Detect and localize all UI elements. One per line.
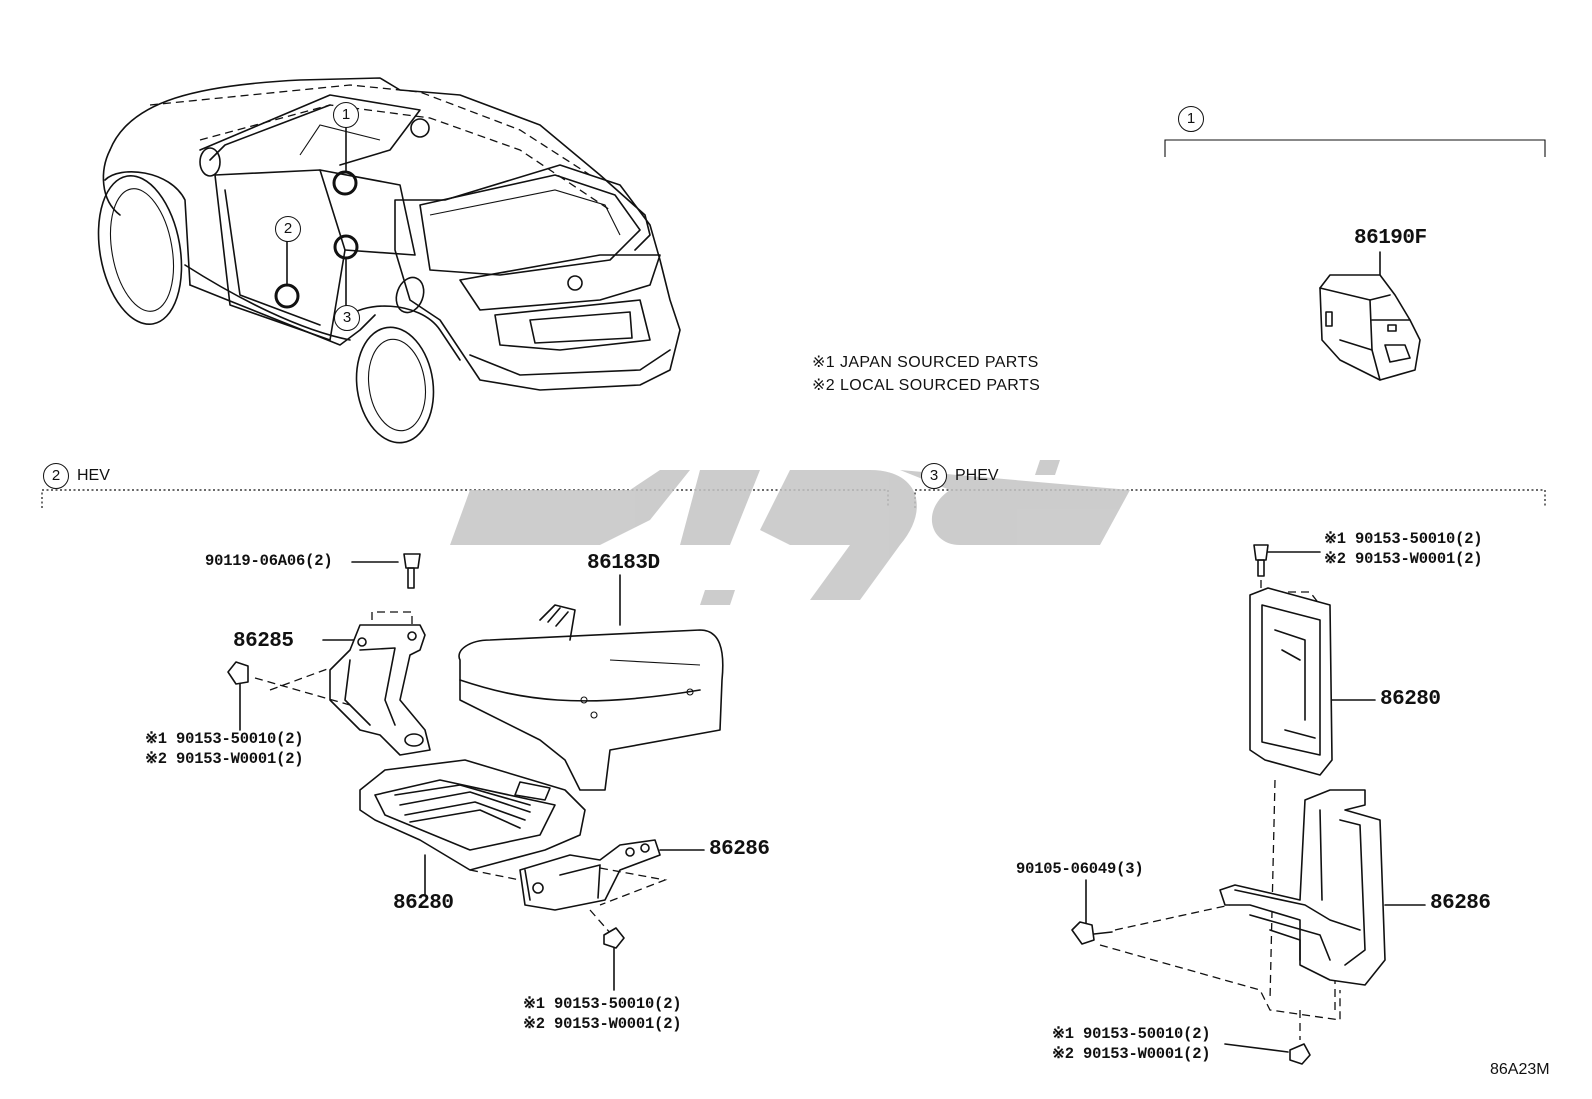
locator-callout-3: 3 — [334, 305, 360, 331]
section-dividers — [41, 139, 1546, 508]
fastener-label-phev-top-local[interactable]: ※2 90153-W0001(2) — [1324, 550, 1483, 568]
phev-assembly-drawing — [1071, 544, 1426, 1065]
section-1-marker: 1 — [1178, 106, 1204, 132]
section-3-marker: 3 — [921, 463, 947, 489]
part-label-phev-86286[interactable]: 86286 — [1430, 892, 1491, 915]
hev-assembly-drawing — [227, 553, 724, 991]
fastener-label-90119-06A06[interactable]: 90119-06A06(2) — [205, 552, 333, 570]
vehicle-locator-drawing — [97, 77, 681, 444]
fastener-label-phev-top-japan[interactable]: ※1 90153-50010(2) — [1324, 530, 1483, 548]
part-label-hev-86280[interactable]: 86280 — [393, 892, 454, 915]
note-local-sourced: ※2 LOCAL SOURCED PARTS — [812, 377, 1041, 394]
part-label-86183D[interactable]: 86183D — [587, 552, 660, 575]
section-2-marker: 2 — [43, 463, 69, 489]
watermark-logo — [450, 460, 1130, 605]
fastener-label-90105-06049[interactable]: 90105-06049(3) — [1016, 860, 1144, 878]
part-label-hev-86286[interactable]: 86286 — [709, 838, 770, 861]
fastener-label-hev-bottom-japan[interactable]: ※1 90153-50010(2) — [523, 995, 682, 1013]
note-japan-sourced: ※1 JAPAN SOURCED PARTS — [812, 354, 1039, 371]
fastener-label-hev-left-japan[interactable]: ※1 90153-50010(2) — [145, 730, 304, 748]
section-2-label: HEV — [77, 467, 110, 484]
part-label-86285[interactable]: 86285 — [233, 630, 294, 653]
fastener-label-hev-bottom-local[interactable]: ※2 90153-W0001(2) — [523, 1015, 682, 1033]
part-label-86190F[interactable]: 86190F — [1354, 227, 1427, 250]
part-label-phev-86280[interactable]: 86280 — [1380, 688, 1441, 711]
fastener-label-hev-left-local[interactable]: ※2 90153-W0001(2) — [145, 750, 304, 768]
figure-id: 86A23M — [1490, 1061, 1550, 1078]
section-3-label: PHEV — [955, 467, 999, 484]
locator-callout-1: 1 — [333, 102, 359, 128]
fastener-label-phev-bottom-japan[interactable]: ※1 90153-50010(2) — [1052, 1025, 1211, 1043]
fastener-label-phev-bottom-local[interactable]: ※2 90153-W0001(2) — [1052, 1045, 1211, 1063]
part-86190F-drawing — [1319, 251, 1421, 381]
locator-callout-2: 2 — [275, 216, 301, 242]
